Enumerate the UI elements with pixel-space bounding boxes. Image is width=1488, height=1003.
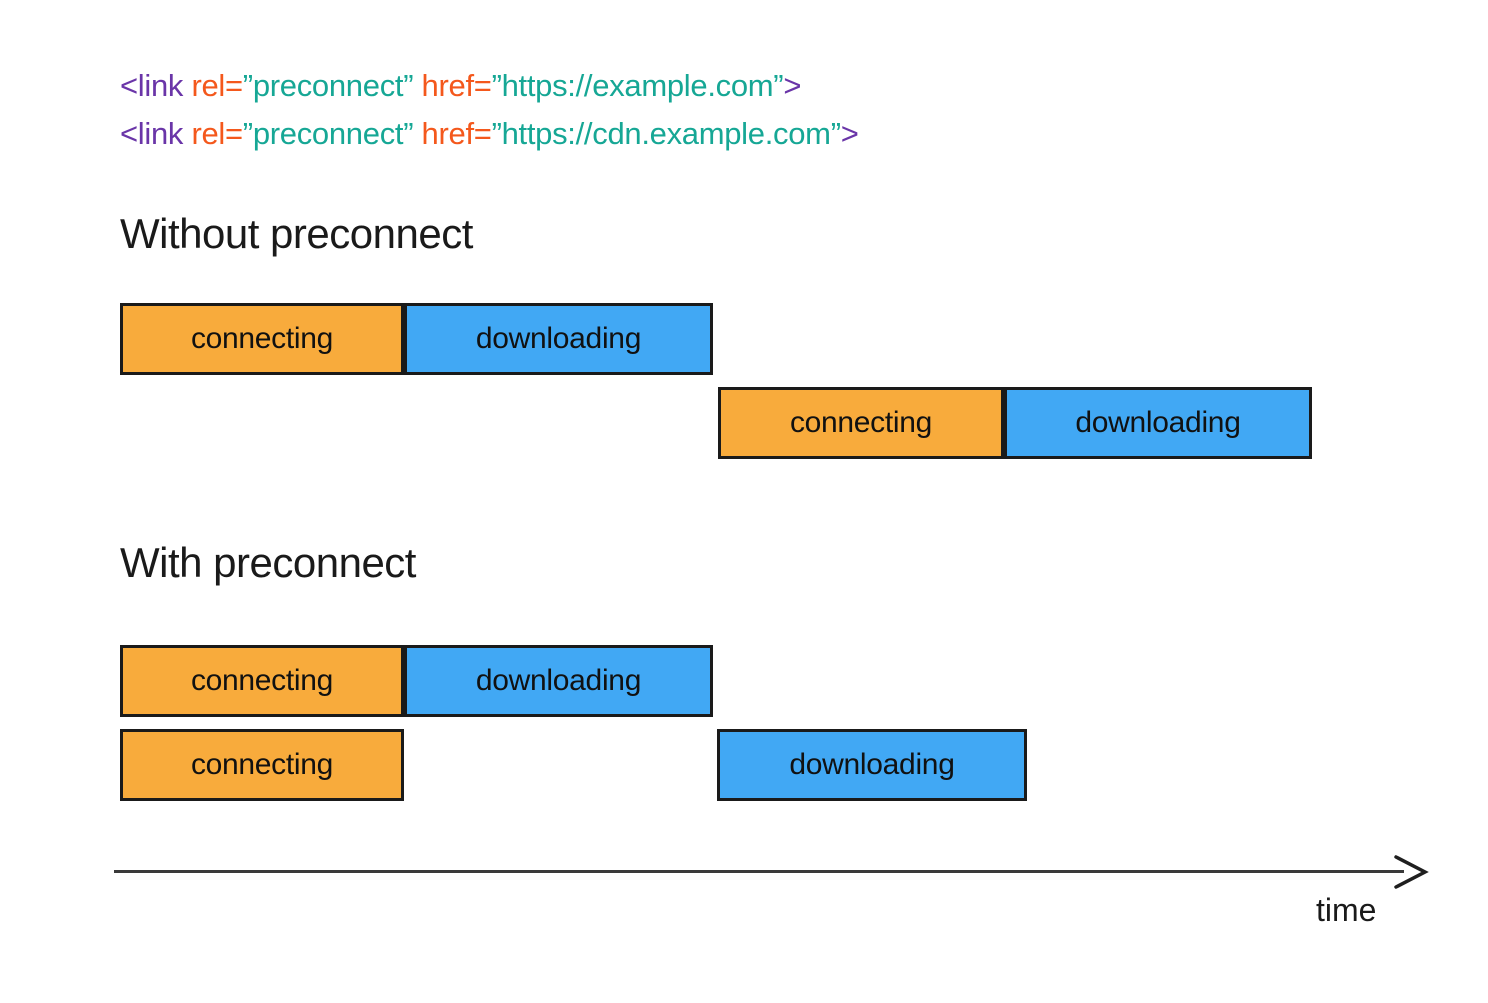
bar-label: connecting [789, 406, 933, 439]
code-segment-attr: rel= [183, 116, 243, 151]
code-segment-attr: rel= [183, 68, 243, 103]
code-segment-value: ”preconnect” [242, 68, 414, 103]
time-axis-line [114, 870, 1404, 873]
code-segment-tag: <link [120, 116, 184, 151]
code-line: <link rel=”preconnect” href=”https://exa… [120, 62, 859, 110]
code-segment-tag: > [783, 68, 802, 103]
bar-label: connecting [190, 322, 334, 355]
downloading-bar: downloading [717, 729, 1027, 801]
bar-label: connecting [190, 748, 334, 781]
bar-label: connecting [190, 664, 334, 697]
time-axis-label: time [1316, 892, 1377, 928]
code-segment-value: ”https://example.com” [491, 68, 784, 103]
connecting-bar: connecting [120, 645, 404, 717]
code-line: <link rel=”preconnect” href=”https://cdn… [120, 110, 859, 158]
code-segment-attr: href= [413, 116, 492, 151]
connecting-bar: connecting [718, 387, 1004, 459]
connecting-bar: connecting [120, 303, 404, 375]
code-segment-value: ”https://cdn.example.com” [491, 116, 841, 151]
code-segment-tag: <link [120, 68, 184, 103]
downloading-bar: downloading [1004, 387, 1312, 459]
bar-label: downloading [475, 322, 642, 355]
code-segment-tag: > [840, 116, 859, 151]
code-segment-attr: href= [413, 68, 492, 103]
code-snippet: <link rel=”preconnect” href=”https://exa… [120, 62, 859, 158]
code-segment-value: ”preconnect” [242, 116, 414, 151]
section-title-with-preconnect: With preconnect [120, 539, 416, 586]
bar-label: downloading [475, 664, 642, 697]
downloading-bar: downloading [404, 303, 713, 375]
time-axis-arrowhead [1394, 855, 1429, 889]
bar-label: downloading [789, 748, 955, 781]
section-title-without-preconnect: Without preconnect [120, 210, 473, 257]
bar-label: downloading [1075, 406, 1241, 439]
connecting-bar: connecting [120, 729, 404, 801]
downloading-bar: downloading [404, 645, 713, 717]
